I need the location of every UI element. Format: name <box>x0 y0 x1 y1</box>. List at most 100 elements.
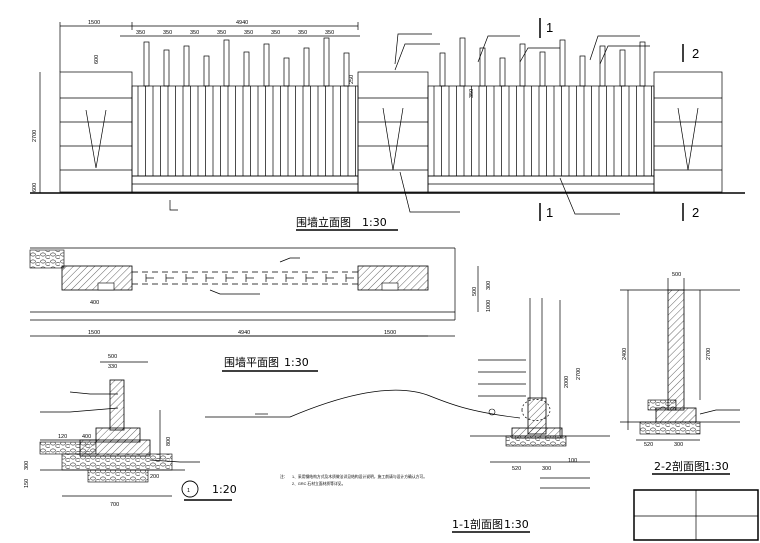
detail-1-dim-top: 500 <box>108 354 117 360</box>
plan-rubble <box>29 249 65 269</box>
section-2-dim-2400: 2400 <box>622 348 628 360</box>
section-1-dim-300: 300 <box>542 466 551 472</box>
plan-title: 围墙平面图 <box>224 355 279 369</box>
dim-pier-left: 1500 <box>88 20 100 26</box>
section-1-title: 1-1剖面图 <box>452 517 503 531</box>
fence-post <box>519 43 526 87</box>
detail-1-dim-330: 330 <box>108 364 117 370</box>
section-2-dim-top: 500 <box>672 272 681 278</box>
slat-dim-label: 350 <box>298 30 307 36</box>
plan-dim-w2: 300 <box>486 281 492 290</box>
notes-line-2: 2、GRC 石材立面材质等详见。 <box>292 481 345 486</box>
section-1-dim-2700: 2700 <box>576 368 582 380</box>
fence-post <box>243 51 250 87</box>
pier-middle <box>357 71 429 193</box>
slat-dim-label: 350 <box>163 30 172 36</box>
fence-post <box>559 39 566 87</box>
fence-post <box>223 39 230 87</box>
plan-view: 1500 4940 1500 400 500 300 1000 围墙平面图 1:… <box>29 247 492 372</box>
pier-left <box>59 71 133 193</box>
slat-dim-label: 350 <box>244 30 253 36</box>
slat-dim-label: 350 <box>217 30 226 36</box>
plan-dim-w3: 1000 <box>486 300 492 312</box>
dim-gap: 250 <box>349 75 355 84</box>
leader-bottom-1 <box>399 171 460 213</box>
fence-post <box>343 52 350 87</box>
fence-post <box>459 37 466 87</box>
elevation-scale: 1:30 <box>362 216 387 229</box>
detail-1-dim-120: 120 <box>58 434 67 440</box>
fence-post <box>203 55 210 87</box>
section-1-dim-100: 100 <box>568 458 577 464</box>
slat-dim-label: 350 <box>190 30 199 36</box>
section-2-dim-300: 300 <box>674 442 683 448</box>
fence-post <box>619 49 626 87</box>
detail-1-dim-300: 300 <box>24 461 30 470</box>
fence-post <box>263 43 270 87</box>
plan-dim-pier-left: 1500 <box>88 330 100 336</box>
section-mark-2-top: 2 <box>692 46 699 61</box>
dim-cap: 600 <box>94 55 100 64</box>
fence-post <box>283 57 290 87</box>
dim-mid-height: 350 <box>469 89 475 98</box>
fence-post <box>599 45 606 87</box>
detail-1-dim-800: 800 <box>166 437 172 446</box>
leader-top-1 <box>394 33 432 65</box>
section-1-scale: 1:30 <box>504 518 529 531</box>
section-2-scale: 1:30 <box>704 460 729 473</box>
section-mark-2-bottom: 2 <box>692 205 699 220</box>
fence-post <box>183 45 190 87</box>
fence-post <box>539 51 546 87</box>
fence-post <box>163 49 170 87</box>
fence-post <box>499 57 506 87</box>
section-mark-1-top: 1 <box>546 20 553 35</box>
plan-scale: 1:30 <box>284 356 309 369</box>
section-1-view: 2000 2700 520 300 100 1-1剖面图 1:30 <box>452 298 610 533</box>
fence-post <box>323 37 330 87</box>
detail-1-dim-400: 400 <box>82 434 91 440</box>
section-1-dim-520: 520 <box>512 466 521 472</box>
slat-dimension-row: 350 350 350 350 350 350 350 350 <box>136 30 334 36</box>
detail-1-bubble <box>181 480 199 498</box>
fence-post <box>303 47 310 87</box>
section-1-dim-2000: 2000 <box>564 376 570 388</box>
pier-right <box>653 71 723 193</box>
detail-1-number: 1 <box>187 488 190 494</box>
section-2-view: 500 2400 2700 520 300 2-2剖面图 1:30 <box>620 272 740 475</box>
plan-dim-fence-span: 4940 <box>238 330 250 336</box>
detail-1-dim-150: 150 <box>24 479 30 488</box>
dim-base: 600 <box>32 183 38 192</box>
fence-post <box>479 47 486 87</box>
notes-line-1: 1、采用钢结构方式及木质做法详见结构设计说明，施工前请与设计方确认方可。 <box>292 474 427 479</box>
elevation-title: 围墙立面图 <box>296 215 351 229</box>
dim-fence-span: 4940 <box>236 20 248 26</box>
fence-post <box>143 41 150 87</box>
fence-post <box>439 52 446 87</box>
section-2-dim-520: 520 <box>644 442 653 448</box>
fence-panel-left <box>131 37 359 193</box>
section-mark-1-bottom: 1 <box>546 205 553 220</box>
fence-panel-right <box>427 37 655 193</box>
detail-1-view: 500 330 800 120 400 300 150 200 700 1 1:… <box>24 354 237 508</box>
fence-post <box>579 55 586 87</box>
section-2-title: 2-2剖面图 <box>654 459 705 473</box>
title-block <box>633 489 759 541</box>
detail-1-dim-200: 200 <box>150 474 159 480</box>
plan-dim-w1: 500 <box>472 287 478 296</box>
notes-prefix: 注： <box>280 474 288 479</box>
fence-post <box>639 41 646 87</box>
section-2-dim-2700: 2700 <box>706 348 712 360</box>
slat-dim-label: 350 <box>325 30 334 36</box>
slat-dim-label: 350 <box>136 30 145 36</box>
dim-total-height: 2700 <box>32 130 38 142</box>
detail-1-scale: 1:20 <box>212 483 237 496</box>
plan-dim-small: 400 <box>90 300 99 306</box>
slat-dim-label: 350 <box>271 30 280 36</box>
plan-pier-left <box>61 265 133 291</box>
detail-1-wall <box>109 379 125 431</box>
detail-1-dim-700: 700 <box>110 502 119 508</box>
section-2-wall <box>667 289 685 411</box>
plan-dim-pier-right: 1500 <box>384 330 396 336</box>
